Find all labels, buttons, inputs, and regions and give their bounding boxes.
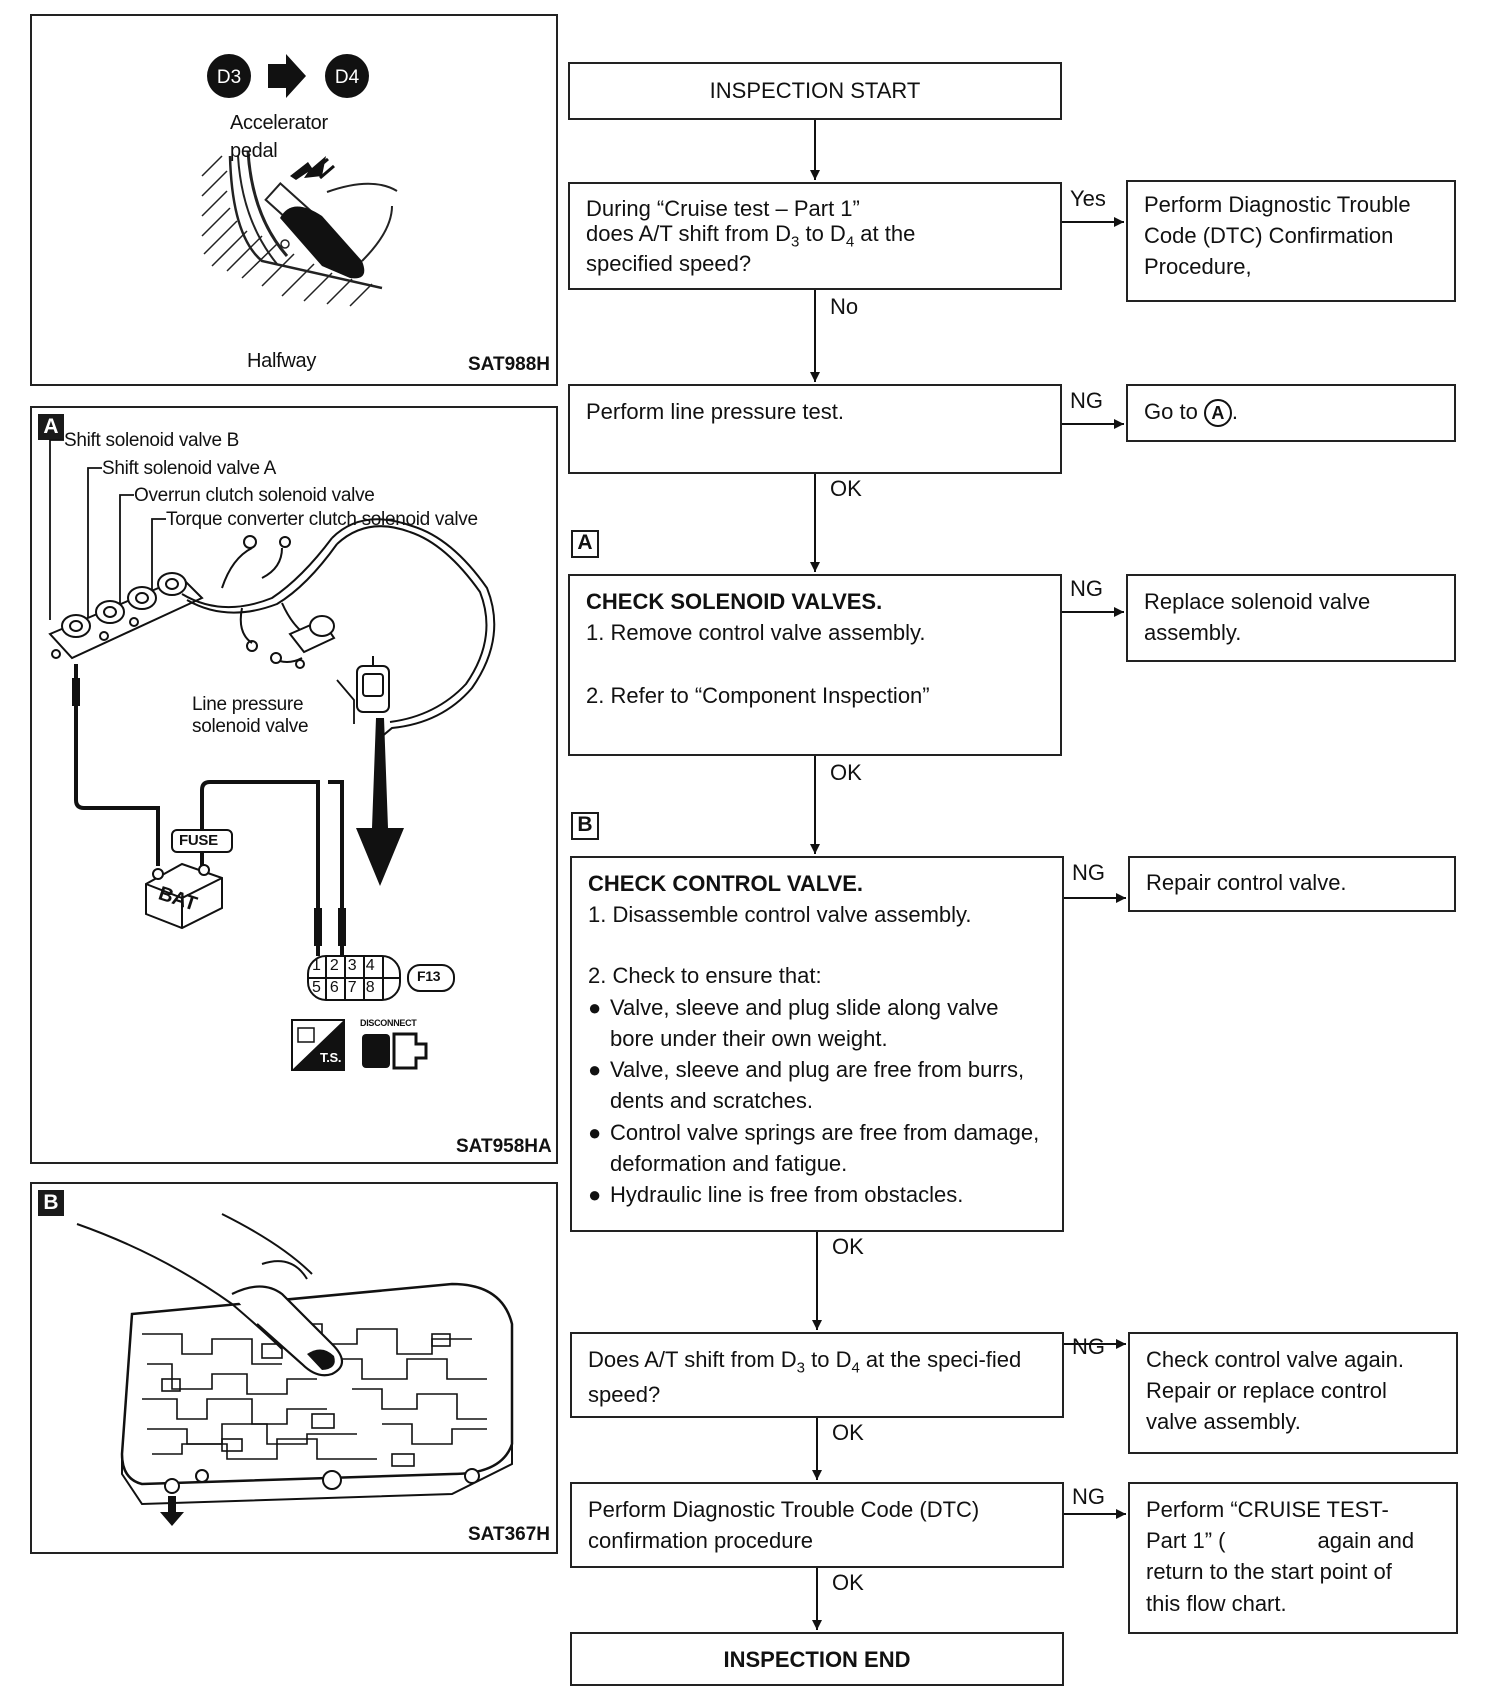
- ok-label: OK: [832, 1234, 864, 1259]
- cruise-again-line1: Perform “CRUISE TEST-: [1146, 1497, 1389, 1522]
- connector-code: F13: [417, 968, 441, 984]
- perform-dtc-box: Perform Diagnostic Trouble Code (DTC) Co…: [1126, 180, 1456, 302]
- check-control-again-box: Check control valve again. Repair or rep…: [1128, 1332, 1458, 1454]
- callout-torque-converter-solenoid: Torque converter clutch solenoid valve: [166, 509, 478, 530]
- ng-label: NG: [1072, 1484, 1105, 1509]
- callout-line-pressure-1: Line pressure: [192, 694, 304, 715]
- line-pressure-label: Perform line pressure test.: [586, 399, 844, 424]
- ok-label: OK: [832, 1420, 864, 1445]
- control-valve-illustration: [76, 1213, 514, 1526]
- ng-label: NG: [1072, 1334, 1105, 1359]
- goto-ref-icon: A: [1203, 399, 1232, 427]
- cruise-again-line4: this flow chart.: [1146, 1590, 1287, 1616]
- ng-label: NG: [1070, 388, 1103, 413]
- replace-solenoid-box: Replace solenoid valve assembly.: [1126, 574, 1456, 662]
- check-item: ●Valve, sleeve and plug slide along valv…: [588, 994, 999, 1051]
- ng-label: NG: [1070, 576, 1103, 601]
- step-b-tag: B: [571, 812, 599, 840]
- pins-top-row: 1234: [312, 957, 384, 974]
- yes-label: Yes: [1070, 186, 1106, 211]
- callout-line-pressure-2: solenoid valve: [192, 716, 309, 737]
- q1-line3: specified speed?: [586, 250, 752, 276]
- repair-control-valve-box: Repair control valve.: [1128, 856, 1456, 912]
- replace-solenoid-label: Replace solenoid valve assembly.: [1144, 589, 1371, 646]
- check-control-valve-box: CHECK CONTROL VALVE. 1. Disassemble cont…: [570, 856, 1064, 1232]
- step-a-tag: A: [571, 530, 599, 558]
- inspection-end-label: INSPECTION END: [723, 1647, 911, 1672]
- solenoid-illustration-panel: A: [30, 406, 558, 1164]
- goto-a-box: Go to A.: [1126, 384, 1456, 442]
- check-solenoid-step1: 1. Remove control valve assembly.: [586, 620, 926, 646]
- dtc-confirmation-box: Perform Diagnostic Trouble Code (DTC) co…: [570, 1482, 1064, 1568]
- shift-recheck-question-box: Does A/T shift from D3 to D4 at the spec…: [570, 1332, 1064, 1418]
- fuse-label: FUSE: [179, 832, 218, 849]
- ok-label: OK: [830, 476, 862, 501]
- callout-shift-solenoid-b: Shift solenoid valve B: [64, 430, 240, 451]
- figure-code: SAT958HA: [456, 1136, 552, 1157]
- dtc-confirmation-label: Perform Diagnostic Trouble Code (DTC) co…: [588, 1497, 980, 1554]
- check-solenoid-title: CHECK SOLENOID VALVES.: [586, 589, 883, 614]
- pedal-illustration-panel: D3 D4 Accelerator pedal Halfway SAT9: [30, 14, 558, 386]
- ts-label: T.S.: [320, 1050, 342, 1065]
- panel-tag-a: A: [38, 414, 64, 440]
- check-item: ●Hydraulic line is free from obstacles.: [588, 1182, 964, 1208]
- goto-prefix: Go to: [1144, 399, 1204, 424]
- pins-bottom-row: 5678: [312, 979, 384, 996]
- no-label: No: [830, 294, 859, 319]
- callout-shift-solenoid-a: Shift solenoid valve A: [102, 458, 277, 479]
- pedal-label: pedal: [230, 140, 278, 162]
- pedal-illustration: D3 D4: [201, 54, 398, 307]
- cruise-again-line2: Part 1” (again and: [1146, 1528, 1415, 1554]
- check-control-title: CHECK CONTROL VALVE.: [588, 871, 864, 896]
- ok-label: OK: [830, 760, 862, 785]
- check-control-step1: 1. Disassemble control valve assembly.: [588, 902, 972, 928]
- cruise-test-again-box: Perform “CRUISE TEST- Part 1” (again and…: [1128, 1482, 1458, 1634]
- check-solenoid-step2: 2. Refer to “Component Inspection”: [586, 683, 930, 709]
- shift-from-label: D3: [217, 67, 241, 88]
- floor-hatching: [201, 155, 373, 307]
- q1-line1: During “Cruise test – Part 1”: [586, 196, 860, 221]
- shift-to-label: D4: [335, 67, 360, 88]
- check-control-again-label: Check control valve again. Repair or rep…: [1146, 1347, 1405, 1435]
- shift-arrow-icon: [268, 54, 306, 98]
- ng-label: NG: [1072, 860, 1105, 885]
- figure-code: SAT988H: [468, 354, 551, 375]
- inspection-start-box: INSPECTION START: [568, 62, 1062, 120]
- cruise-again-line3: return to the start point of: [1146, 1559, 1392, 1585]
- repair-control-label: Repair control valve.: [1146, 870, 1347, 895]
- cruise-test-question-box: During “Cruise test – Part 1” does A/T s…: [568, 182, 1062, 290]
- q1-line2: does A/T shift from D3 to D4 at the: [586, 221, 916, 251]
- check-solenoid-box: CHECK SOLENOID VALVES. 1. Remove control…: [568, 574, 1062, 756]
- perform-dtc-label: Perform Diagnostic Trouble Code (DTC) Co…: [1144, 192, 1411, 279]
- check-item: ●Valve, sleeve and plug are free from bu…: [588, 1057, 1025, 1114]
- ok-label: OK: [832, 1570, 864, 1595]
- callout-overrun-clutch-solenoid: Overrun clutch solenoid valve: [134, 485, 375, 506]
- goto-suffix: .: [1231, 399, 1239, 424]
- disconnect-label: DISCONNECT: [360, 1018, 417, 1028]
- inspection-start-label: INSPECTION START: [709, 78, 921, 103]
- control-valve-illustration-panel: B SAT367H: [30, 1182, 558, 1554]
- panel-tag-b: B: [38, 1190, 64, 1216]
- figure-code: SAT367H: [468, 1524, 551, 1545]
- check-item: ●Control valve springs are free from dam…: [588, 1119, 1040, 1176]
- solenoid-wiring-diagram: [48, 439, 496, 1071]
- accelerator-label: Accelerator: [230, 112, 328, 134]
- inspection-end-box: INSPECTION END: [570, 1632, 1064, 1686]
- check-control-step2: 2. Check to ensure that:: [588, 963, 822, 989]
- halfway-label: Halfway: [247, 350, 317, 372]
- line-pressure-box: Perform line pressure test.: [568, 384, 1062, 474]
